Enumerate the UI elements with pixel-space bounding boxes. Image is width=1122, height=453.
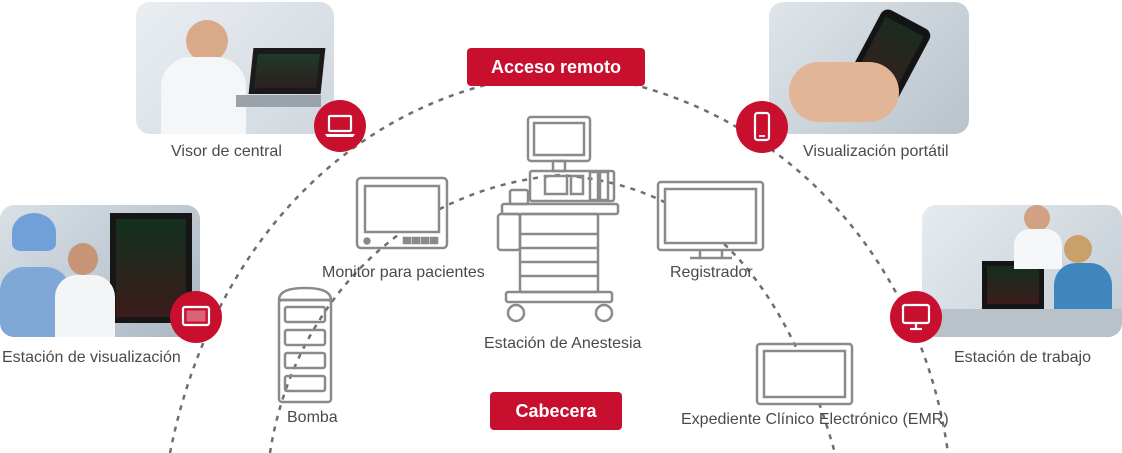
smartphone-icon xyxy=(753,111,771,142)
patient-monitor-icon xyxy=(355,176,449,250)
display-station-badge xyxy=(170,291,222,343)
portable-badge xyxy=(736,101,788,153)
recorder-label: Registrador xyxy=(670,264,753,281)
patient-monitor-label: Monitor para pacientes xyxy=(322,264,485,281)
display-icon xyxy=(656,180,765,260)
monitor-icon xyxy=(181,305,211,327)
display-station-photo xyxy=(0,205,200,337)
emr-screen-icon xyxy=(755,342,854,406)
anesthesia-machine-icon xyxy=(496,115,620,323)
workstation-badge xyxy=(890,291,942,343)
display-station-label: Estación de visualización xyxy=(2,349,181,366)
remote-access-badge: Acceso remoto xyxy=(467,48,645,86)
portable-view-label: Visualización portátil xyxy=(803,143,949,160)
anesthesia-label: Estación de Anestesia xyxy=(484,335,642,352)
workstation-photo xyxy=(922,205,1122,337)
workstation-label: Estación de trabajo xyxy=(954,349,1091,366)
desktop-monitor-icon xyxy=(901,303,931,331)
emr-label: Expediente Clínico Electrónico (EMR) xyxy=(681,411,949,428)
portable-view-photo xyxy=(769,2,969,134)
pump-label: Bomba xyxy=(287,409,338,426)
central-badge xyxy=(314,100,366,152)
bedside-badge: Cabecera xyxy=(490,392,622,430)
central-viewer-label: Visor de central xyxy=(171,143,282,160)
central-viewer-photo xyxy=(136,2,334,134)
infusion-pump-icon xyxy=(277,286,333,404)
laptop-icon xyxy=(325,114,355,137)
